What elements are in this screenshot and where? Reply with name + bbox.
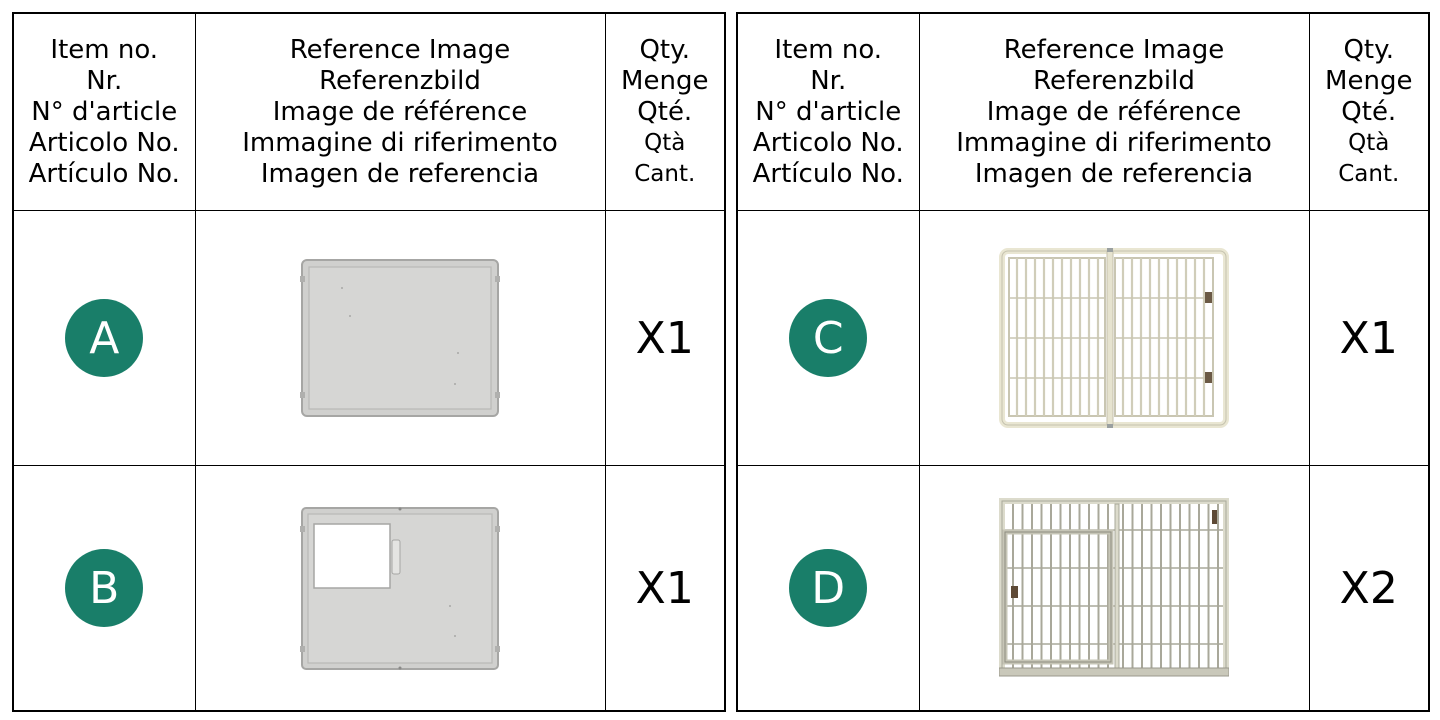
grid-door-panel-icon [999, 498, 1229, 677]
qty-value: X2 [1339, 562, 1398, 614]
header-item-no: Item no. Nr. N° d'article Articolo No. A… [736, 12, 920, 211]
item-row-b: B X1 [12, 465, 726, 711]
qty-value: X1 [635, 562, 694, 614]
item-letter-cell: D [736, 465, 920, 711]
qty-cell: X2 [1308, 465, 1430, 711]
reference-image-cell [918, 210, 1310, 466]
item-row-d: D X2 [736, 465, 1430, 711]
header-item-no: Item no. Nr. N° d'article Articolo No. A… [12, 12, 196, 211]
qty-value: X1 [635, 312, 694, 364]
parts-table-right: Item no. Nr. N° d'article Articolo No. A… [736, 12, 1430, 712]
item-badge-b: B [65, 549, 144, 627]
solid-panel-icon [300, 259, 500, 417]
header-row: Item no. Nr. N° d'article Articolo No. A… [736, 12, 1430, 211]
item-badge-a: A [65, 299, 144, 377]
qty-cell: X1 [604, 210, 726, 466]
header-row: Item no. Nr. N° d'article Articolo No. A… [12, 12, 726, 211]
parts-table-left: Item no. Nr. N° d'article Articolo No. A… [12, 12, 726, 712]
reference-image-cell [918, 465, 1310, 711]
reference-image-cell [194, 465, 606, 711]
grid-gate-panel-icon [999, 248, 1229, 428]
item-letter-cell: A [12, 210, 196, 466]
item-row-c: C X1 [736, 210, 1430, 466]
qty-cell: X1 [604, 465, 726, 711]
item-letter-cell: C [736, 210, 920, 466]
header-reference-image: Reference Image Referenzbild Image de ré… [918, 12, 1310, 211]
header-qty: Qty. Menge Qté. Qtà Cant. [1308, 12, 1430, 211]
header-qty: Qty. Menge Qté. Qtà Cant. [604, 12, 726, 211]
panel-with-window-icon [300, 506, 500, 670]
item-letter-cell: B [12, 465, 196, 711]
qty-value: X1 [1339, 312, 1398, 364]
header-reference-image: Reference Image Referenzbild Image de ré… [194, 12, 606, 211]
item-badge-d: D [789, 549, 868, 627]
item-badge-c: C [789, 299, 868, 377]
item-row-a: A X1 [12, 210, 726, 466]
qty-cell: X1 [1308, 210, 1430, 466]
reference-image-cell [194, 210, 606, 466]
